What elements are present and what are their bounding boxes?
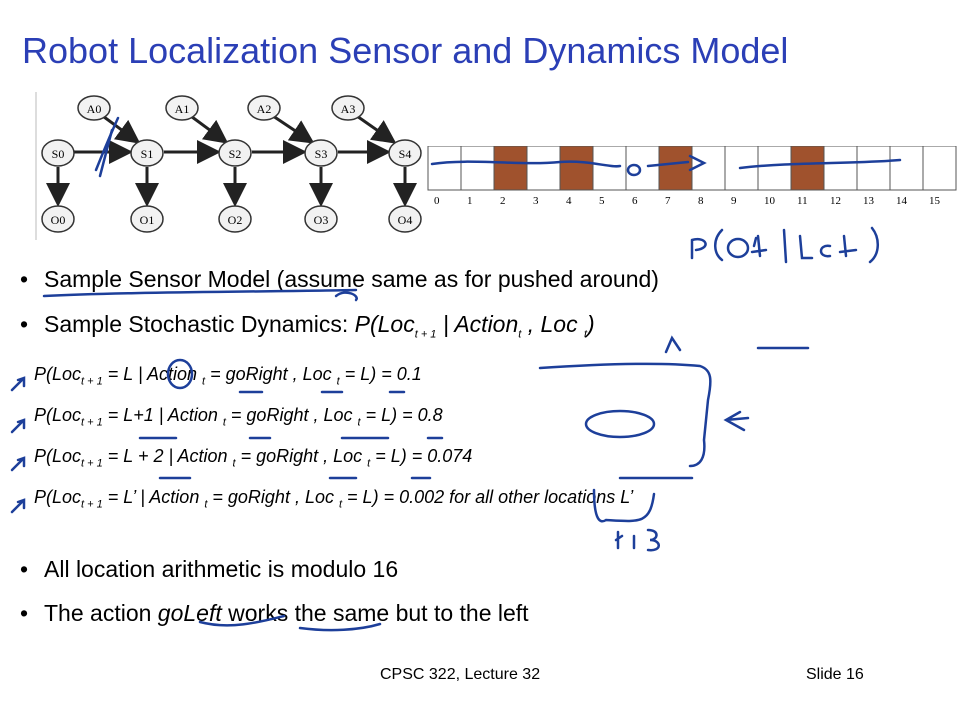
action-node: A2: [247, 95, 281, 121]
bullet-modulo: All location arithmetic is modulo 16: [44, 556, 399, 582]
grid-cell: [427, 146, 462, 191]
grid-cell-label: 12: [830, 195, 841, 207]
observation-node: O2: [218, 205, 252, 233]
grid-cell-label: 14: [896, 195, 908, 207]
grid-cell: [757, 146, 792, 191]
bullet-sensor-model: Sample Sensor Model (assume same as for …: [44, 266, 659, 292]
bullet-dot: •: [20, 556, 29, 582]
grid-cell-label: 0: [434, 195, 440, 207]
observation-node: O1: [130, 205, 164, 233]
svg-text:S4: S4: [399, 147, 412, 161]
svg-text:A1: A1: [175, 102, 190, 116]
grid-cell: [856, 146, 891, 191]
grid-cell: [790, 146, 825, 191]
state-node: S1: [130, 139, 164, 167]
grid-cell-label: 7: [665, 195, 671, 207]
grid-cell: [460, 146, 495, 191]
svg-text:S1: S1: [141, 147, 154, 161]
bullet-dynamics: Sample Stochastic Dynamics: P(Loct + 1 |…: [44, 311, 595, 341]
svg-text:S2: S2: [229, 147, 242, 161]
grid-cell: [625, 146, 660, 191]
svg-text:A2: A2: [257, 102, 272, 116]
svg-text:O3: O3: [314, 213, 329, 227]
grid-cell: [592, 146, 627, 191]
svg-text:S0: S0: [52, 147, 65, 161]
dbn-diagram: A0 A1 A2 A3 S0 S1 S2 S3 S4 O0 O1 O2 O3 O…: [35, 92, 422, 240]
grid-cell: [493, 146, 528, 191]
grid-cell-label: 2: [500, 195, 506, 207]
observation-node: O4: [388, 205, 422, 233]
footer-slide-number: Slide 16: [806, 666, 864, 683]
grid-cell-label: 6: [632, 195, 638, 207]
bullet-dot: •: [20, 311, 29, 337]
action-node: A1: [165, 95, 199, 121]
grid-cell: [526, 146, 561, 191]
slide-title: Robot Localization Sensor and Dynamics M…: [22, 30, 789, 71]
grid-cell: [823, 146, 858, 191]
grid-cell-label: 15: [929, 195, 941, 207]
state-node: S4: [388, 139, 422, 167]
grid-cell-label: 13: [863, 195, 875, 207]
state-node: S0: [41, 139, 75, 167]
bullet-dot: •: [20, 266, 29, 292]
grid-cell-label: 11: [797, 195, 808, 207]
bullet-goleft: The action goLeft works the same but to …: [44, 600, 529, 626]
equation-row: P(Loct + 1 = L | Action t = goRight , Lo…: [34, 364, 422, 388]
footer-lecture: CPSC 322, Lecture 32: [380, 666, 541, 683]
equation-row: P(Loct + 1 = L’ | Action t = goRight , L…: [34, 487, 634, 511]
grid-cell-label: 1: [467, 195, 473, 207]
action-node: A3: [331, 95, 365, 121]
equation-row: P(Loct + 1 = L+1 | Action t = goRight , …: [34, 405, 443, 429]
equation-row: P(Loct + 1 = L + 2 | Action t = goRight …: [34, 446, 473, 470]
grid-cell: [889, 146, 924, 191]
grid-cell: [559, 146, 594, 191]
state-node: S2: [218, 139, 252, 167]
svg-text:O1: O1: [140, 213, 155, 227]
action-node: A0: [77, 95, 111, 121]
grid-cell-label: 3: [533, 195, 539, 207]
grid-cell: [658, 146, 693, 191]
grid-cell: [922, 146, 957, 191]
svg-text:O2: O2: [228, 213, 243, 227]
grid-cell: [691, 146, 726, 191]
svg-text:O0: O0: [51, 213, 66, 227]
grid-cell-label: 8: [698, 195, 704, 207]
bullet-dot: •: [20, 600, 29, 626]
svg-text:O4: O4: [398, 213, 413, 227]
grid-cell-label: 9: [731, 195, 737, 207]
observation-node: O3: [304, 205, 338, 233]
svg-text:S3: S3: [315, 147, 328, 161]
svg-text:A0: A0: [87, 102, 102, 116]
state-node: S3: [304, 139, 338, 167]
grid-cell-label: 5: [599, 195, 605, 207]
grid-cell: [724, 146, 759, 191]
observation-node: O0: [41, 205, 75, 233]
svg-text:A3: A3: [341, 102, 356, 116]
grid-cell-label: 4: [566, 195, 572, 207]
grid-cell-label: 10: [764, 195, 776, 207]
